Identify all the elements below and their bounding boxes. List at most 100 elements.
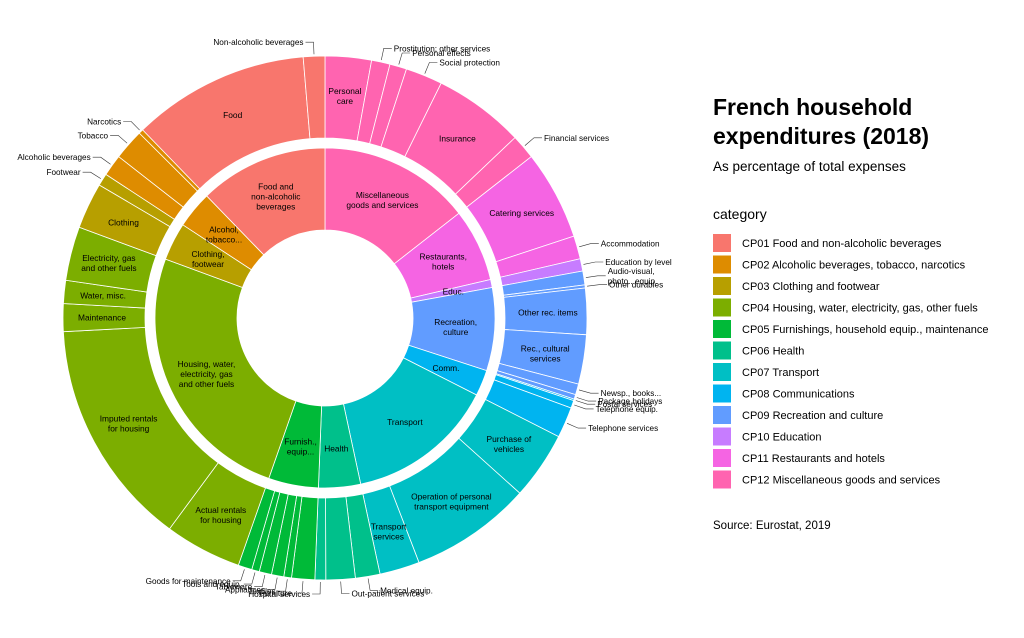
outer-label-cp09-4: Newsp., books... bbox=[601, 389, 662, 398]
leader-line bbox=[398, 52, 411, 65]
outer-label-cp11-1: Accommodation bbox=[601, 240, 660, 249]
leader-line bbox=[424, 62, 438, 74]
legend-swatch-cp08 bbox=[713, 384, 731, 403]
inner-label-cp10: Educ. bbox=[443, 286, 464, 296]
outer-label-cp12-4: Insurance bbox=[439, 134, 476, 144]
leader-line bbox=[340, 581, 350, 594]
leader-line bbox=[267, 577, 278, 590]
outer-label-cp01-1: Non-alcoholic beverages bbox=[213, 38, 303, 47]
legend-label-cp05: CP05 Furnishings, household equip., main… bbox=[742, 324, 988, 336]
legend-label-cp10: CP10 Education bbox=[742, 432, 822, 444]
outer-label-cp04-3: Water, misc. bbox=[80, 291, 126, 301]
leader-line bbox=[82, 171, 101, 179]
outer-label-cp02-2: Narcotics bbox=[87, 118, 121, 127]
legend-swatch-cp09 bbox=[713, 406, 731, 424]
outer-label-cp04-2: Maintenance bbox=[78, 313, 126, 323]
inner-label-cp09: Recreation,culture bbox=[434, 317, 477, 337]
legend-label-cp09: CP09 Recreation and culture bbox=[742, 410, 883, 422]
legend-swatch-cp07 bbox=[713, 363, 731, 381]
outer-label-cp09-0: Audio-visual,photo.. equip. bbox=[608, 267, 658, 286]
leader-line bbox=[277, 579, 288, 592]
leader-line bbox=[294, 581, 304, 594]
outer-label-cp09-5: Package holidays bbox=[598, 397, 662, 406]
outer-label-cp06-1: Out-patient services bbox=[352, 590, 425, 599]
legend-label-cp11: CP11 Restaurants and hotels bbox=[742, 453, 885, 465]
legend-label-cp07: CP07 Transport bbox=[742, 367, 819, 379]
leader-line bbox=[583, 261, 604, 265]
legend-label-cp01: CP01 Food and non-alcoholic beverages bbox=[742, 238, 942, 250]
inner-segment-cp01 bbox=[206, 147, 326, 256]
legend: CP01 Food and non-alcoholic beveragesCP0… bbox=[713, 234, 988, 489]
leader-line bbox=[575, 400, 596, 405]
outer-label-cp08-1: Telephone equip. bbox=[596, 405, 658, 414]
legend-swatch-cp04 bbox=[713, 298, 731, 317]
inner-label-cp07: Transport bbox=[387, 417, 423, 427]
legend-label-cp06: CP06 Health bbox=[742, 346, 804, 358]
leader-line bbox=[110, 135, 128, 144]
legend-swatch-cp05 bbox=[713, 320, 731, 338]
sunburst-rings bbox=[62, 55, 588, 581]
legend-label-cp03: CP03 Clothing and footwear bbox=[742, 281, 880, 293]
legend-label-cp12: CP12 Miscellaneous goods and services bbox=[742, 475, 941, 487]
outer-label-cp06-0: Medical equip. bbox=[380, 586, 433, 595]
outer-label-cp05-2: Appliances bbox=[225, 585, 265, 594]
outer-label-cp08-2: Telephone services bbox=[588, 424, 658, 433]
legend-label-cp08: CP08 Communications bbox=[742, 389, 855, 401]
outer-label-cp05-4: Tools and equip. bbox=[182, 580, 242, 589]
outer-label-cp12-5: Financial services bbox=[544, 134, 609, 143]
legend-swatch-cp11 bbox=[713, 449, 731, 467]
outer-label-cp03-1: Footwear bbox=[46, 168, 80, 177]
leader-line bbox=[232, 569, 245, 582]
leader-line bbox=[243, 572, 256, 585]
legend-swatch-cp10 bbox=[713, 427, 731, 446]
outer-label-cp03-0: Clothing bbox=[108, 217, 139, 227]
outer-label-cp01-0: Food bbox=[223, 110, 242, 120]
leader-line bbox=[92, 156, 111, 165]
leader-line bbox=[574, 404, 594, 410]
leader-line bbox=[254, 575, 266, 588]
leader-line bbox=[578, 389, 599, 394]
outer-label-cp12-3: Social protection bbox=[439, 59, 500, 68]
leader-line bbox=[305, 41, 315, 55]
outer-segment-cp01-1 bbox=[302, 55, 326, 140]
outer-label-cp10-0: Education by level bbox=[605, 258, 672, 267]
outer-label-cp09-2: Other rec. items bbox=[518, 307, 578, 317]
outer-label-cp12-2: Personal effects bbox=[412, 49, 471, 58]
inner-label-cp06: Health bbox=[324, 444, 349, 454]
leader-line bbox=[367, 578, 379, 591]
legend-swatch-cp06 bbox=[713, 341, 731, 360]
legend-swatch-cp01 bbox=[713, 234, 731, 252]
inner-label-cp02: Alcohol,tobacco... bbox=[206, 225, 242, 245]
inner-label-cp05: Furnish.,equip... bbox=[284, 437, 317, 457]
outer-label-cp11-0: Catering services bbox=[489, 208, 554, 218]
leader-line bbox=[579, 243, 599, 248]
legend-title: category bbox=[713, 206, 767, 222]
outer-label-cp05-3: Tableware bbox=[215, 583, 253, 592]
leader-line bbox=[587, 284, 607, 287]
leader-line bbox=[381, 47, 392, 61]
leader-line bbox=[123, 121, 140, 131]
outer-label-cp06-2: Hospital services bbox=[248, 590, 310, 599]
legend-swatch-cp12 bbox=[713, 470, 731, 489]
inner-segment-cp04 bbox=[154, 258, 297, 479]
outer-label-cp12-1: Prostitution; other services bbox=[394, 44, 490, 53]
inner-label-cp11: Restaurants,hotels bbox=[419, 252, 466, 272]
chart-subtitle: As percentage of total expenses bbox=[713, 159, 906, 174]
outer-label-cp02-0: Alcoholic beverages bbox=[17, 153, 90, 162]
leader-line bbox=[576, 397, 597, 402]
outer-label-cp09-1: Other durables bbox=[609, 281, 663, 290]
outer-label-cp05-5: Goods for maintenance bbox=[146, 577, 232, 586]
